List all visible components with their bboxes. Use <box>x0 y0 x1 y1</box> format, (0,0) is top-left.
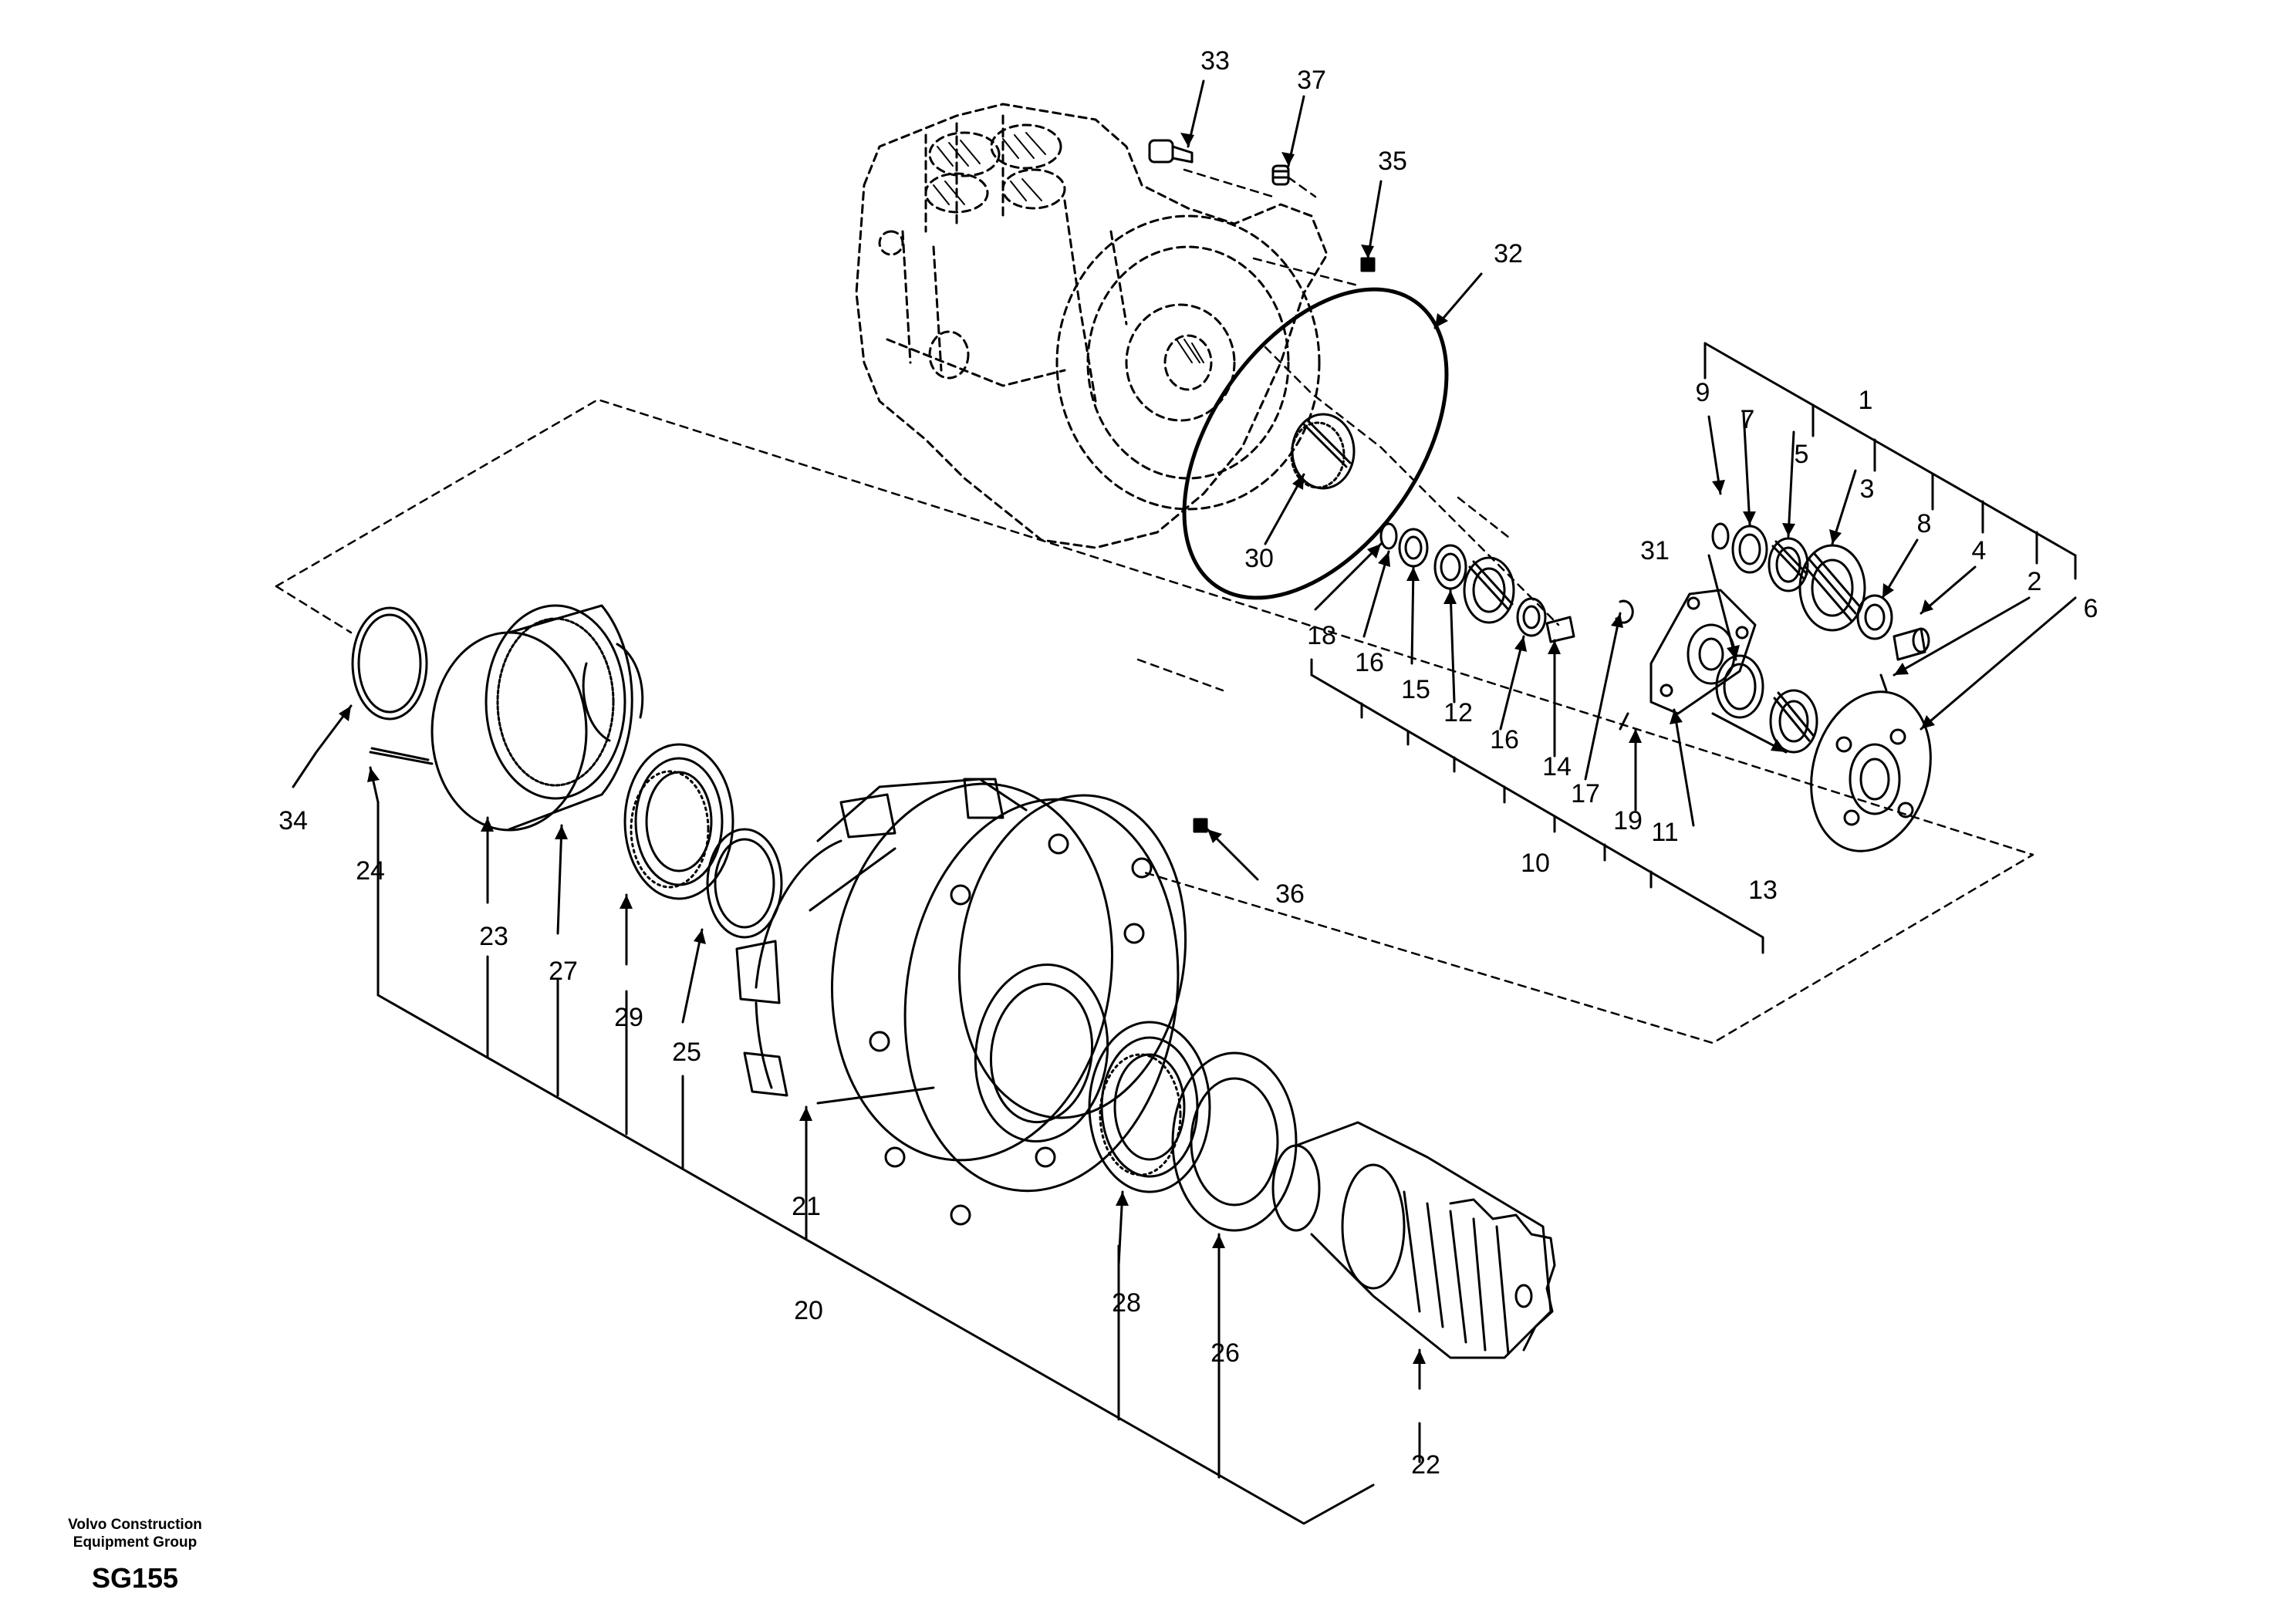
callout-9: 9 <box>1696 378 1710 407</box>
callout-24: 24 <box>356 856 385 886</box>
callout-21: 21 <box>792 1192 821 1221</box>
carrier-1-parts <box>1711 522 1930 692</box>
pin-24 <box>369 747 434 765</box>
callout-1: 1 <box>1859 386 1873 415</box>
bracket-lines <box>376 342 2077 1525</box>
thrust-washer-31 <box>1715 654 1764 719</box>
carrier-plate-11 <box>1649 589 1757 715</box>
callout-6: 6 <box>2084 594 2098 623</box>
callout-11: 11 <box>1651 818 1678 847</box>
callout-37: 37 <box>1297 66 1326 95</box>
callout-30: 30 <box>1244 544 1274 573</box>
callout-16b: 16 <box>1490 725 1519 754</box>
org-name-line1: Volvo Construction <box>68 1517 202 1533</box>
callout-8: 8 <box>1917 509 1932 538</box>
callout-12: 12 <box>1443 698 1473 727</box>
callout-28: 28 <box>1112 1288 1141 1318</box>
callout-16a: 16 <box>1355 648 1384 677</box>
callout-7: 7 <box>1741 405 1755 434</box>
callout-13: 13 <box>1748 876 1778 905</box>
plug-35 <box>1360 257 1376 272</box>
motor-housing-drawing <box>855 103 1329 549</box>
org-name-line2: Equipment Group <box>73 1534 198 1551</box>
motor-housing-hatching <box>933 132 1204 363</box>
callout-18: 18 <box>1307 621 1336 650</box>
bolt-33 <box>1148 139 1194 164</box>
callout-23: 23 <box>479 922 508 951</box>
plug-37 <box>1271 164 1290 186</box>
callout-15: 15 <box>1401 675 1430 704</box>
callout-2: 2 <box>2028 567 2042 596</box>
assembly-outline <box>275 168 2034 1045</box>
sun-gear-30 <box>1290 413 1356 490</box>
callout-17: 17 <box>1571 779 1600 808</box>
callout-labels: 1 2 3 4 5 6 7 8 9 10 11 12 13 14 15 16 1… <box>279 46 2098 1480</box>
bearing-29 <box>623 743 734 900</box>
footer-block: Volvo Construction Equipment Group SG155 <box>46 1516 224 1595</box>
callout-22: 22 <box>1411 1450 1440 1480</box>
ring-gear-23 <box>430 604 633 832</box>
callout-27: 27 <box>549 957 578 986</box>
carrier-6 <box>1810 690 1932 852</box>
callout-25: 25 <box>672 1038 701 1067</box>
callout-32: 32 <box>1494 239 1523 268</box>
snap-ring-34 <box>351 606 428 721</box>
spacer-26 <box>1171 1051 1298 1232</box>
callout-36: 36 <box>1275 879 1305 909</box>
bearing-28 <box>1088 1021 1211 1193</box>
output-shaft-22 <box>1271 1121 1556 1359</box>
callout-20: 20 <box>794 1296 823 1325</box>
o-ring-32 <box>1182 287 1449 600</box>
callout-34: 34 <box>279 806 308 835</box>
sun-gear-13 <box>1769 689 1818 754</box>
arrowheads <box>339 133 1935 1364</box>
housing-21 <box>735 778 1187 1226</box>
callout-4: 4 <box>1972 536 1987 565</box>
seal-25 <box>706 828 783 939</box>
callout-5: 5 <box>1795 440 1809 469</box>
callout-14: 14 <box>1542 752 1572 781</box>
callout-3: 3 <box>1860 474 1875 504</box>
callout-35: 35 <box>1378 147 1407 176</box>
callout-29: 29 <box>614 1003 643 1032</box>
diagram-code: SG155 <box>91 1562 179 1594</box>
snap-ring-27 <box>582 643 644 742</box>
plug-36 <box>1193 818 1208 833</box>
callout-10: 10 <box>1521 849 1550 878</box>
callout-31: 31 <box>1640 536 1670 565</box>
callout-26: 26 <box>1210 1338 1240 1368</box>
callout-33: 33 <box>1200 46 1230 76</box>
callout-19: 19 <box>1613 806 1643 835</box>
